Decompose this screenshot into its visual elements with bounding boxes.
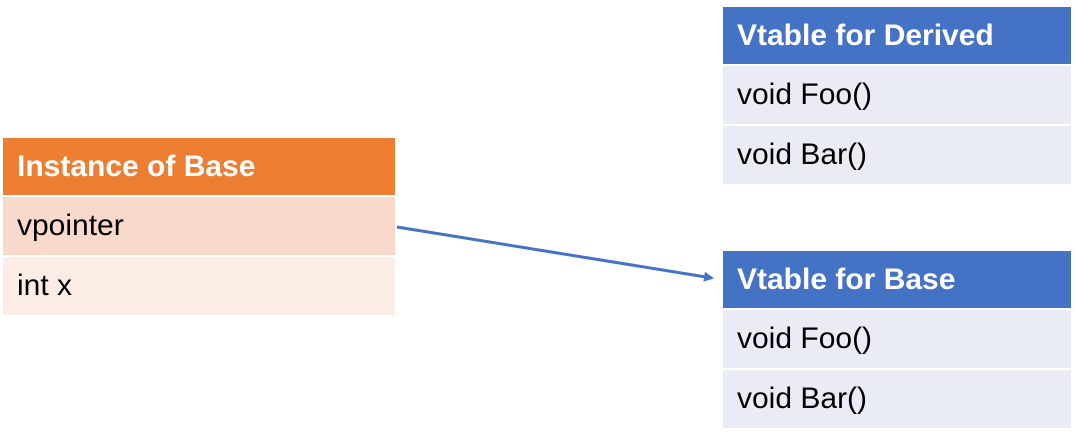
vtable-for-derived-table: Vtable for Derived void Foo() void Bar(): [723, 7, 1071, 184]
vtable-base-row-foo: void Foo(): [723, 308, 1071, 368]
instance-of-base-header: Instance of Base: [3, 138, 395, 195]
vtable-for-base-table: Vtable for Base void Foo() void Bar(): [723, 251, 1071, 428]
vtable-for-base-header: Vtable for Base: [723, 251, 1071, 308]
vtable-derived-row-bar: void Bar(): [723, 124, 1071, 184]
instance-row-int-x: int x: [3, 255, 395, 315]
vpointer-to-vtable-base-arrow: [396, 225, 714, 282]
instance-of-base-table: Instance of Base vpointer int x: [3, 138, 395, 315]
instance-row-vpointer: vpointer: [3, 195, 395, 255]
vtable-base-row-bar: void Bar(): [723, 368, 1071, 428]
vtable-derived-row-foo: void Foo(): [723, 64, 1071, 124]
vtable-for-derived-header: Vtable for Derived: [723, 7, 1071, 64]
